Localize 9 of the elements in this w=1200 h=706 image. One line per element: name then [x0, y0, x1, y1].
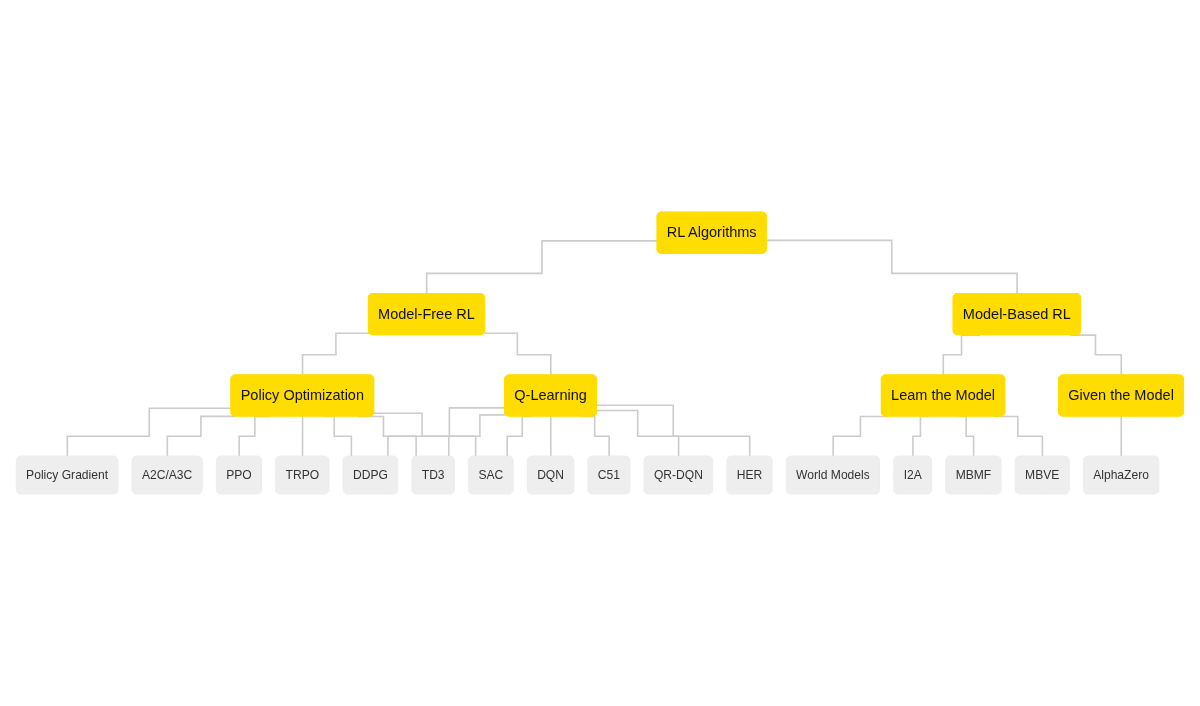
connector — [66, 407, 233, 458]
connector — [596, 409, 680, 458]
connector — [425, 240, 659, 295]
connector — [1120, 415, 1123, 458]
connector — [549, 415, 552, 458]
connector — [301, 415, 304, 458]
connector — [166, 415, 236, 458]
connector — [765, 239, 1019, 295]
connector — [596, 404, 751, 458]
